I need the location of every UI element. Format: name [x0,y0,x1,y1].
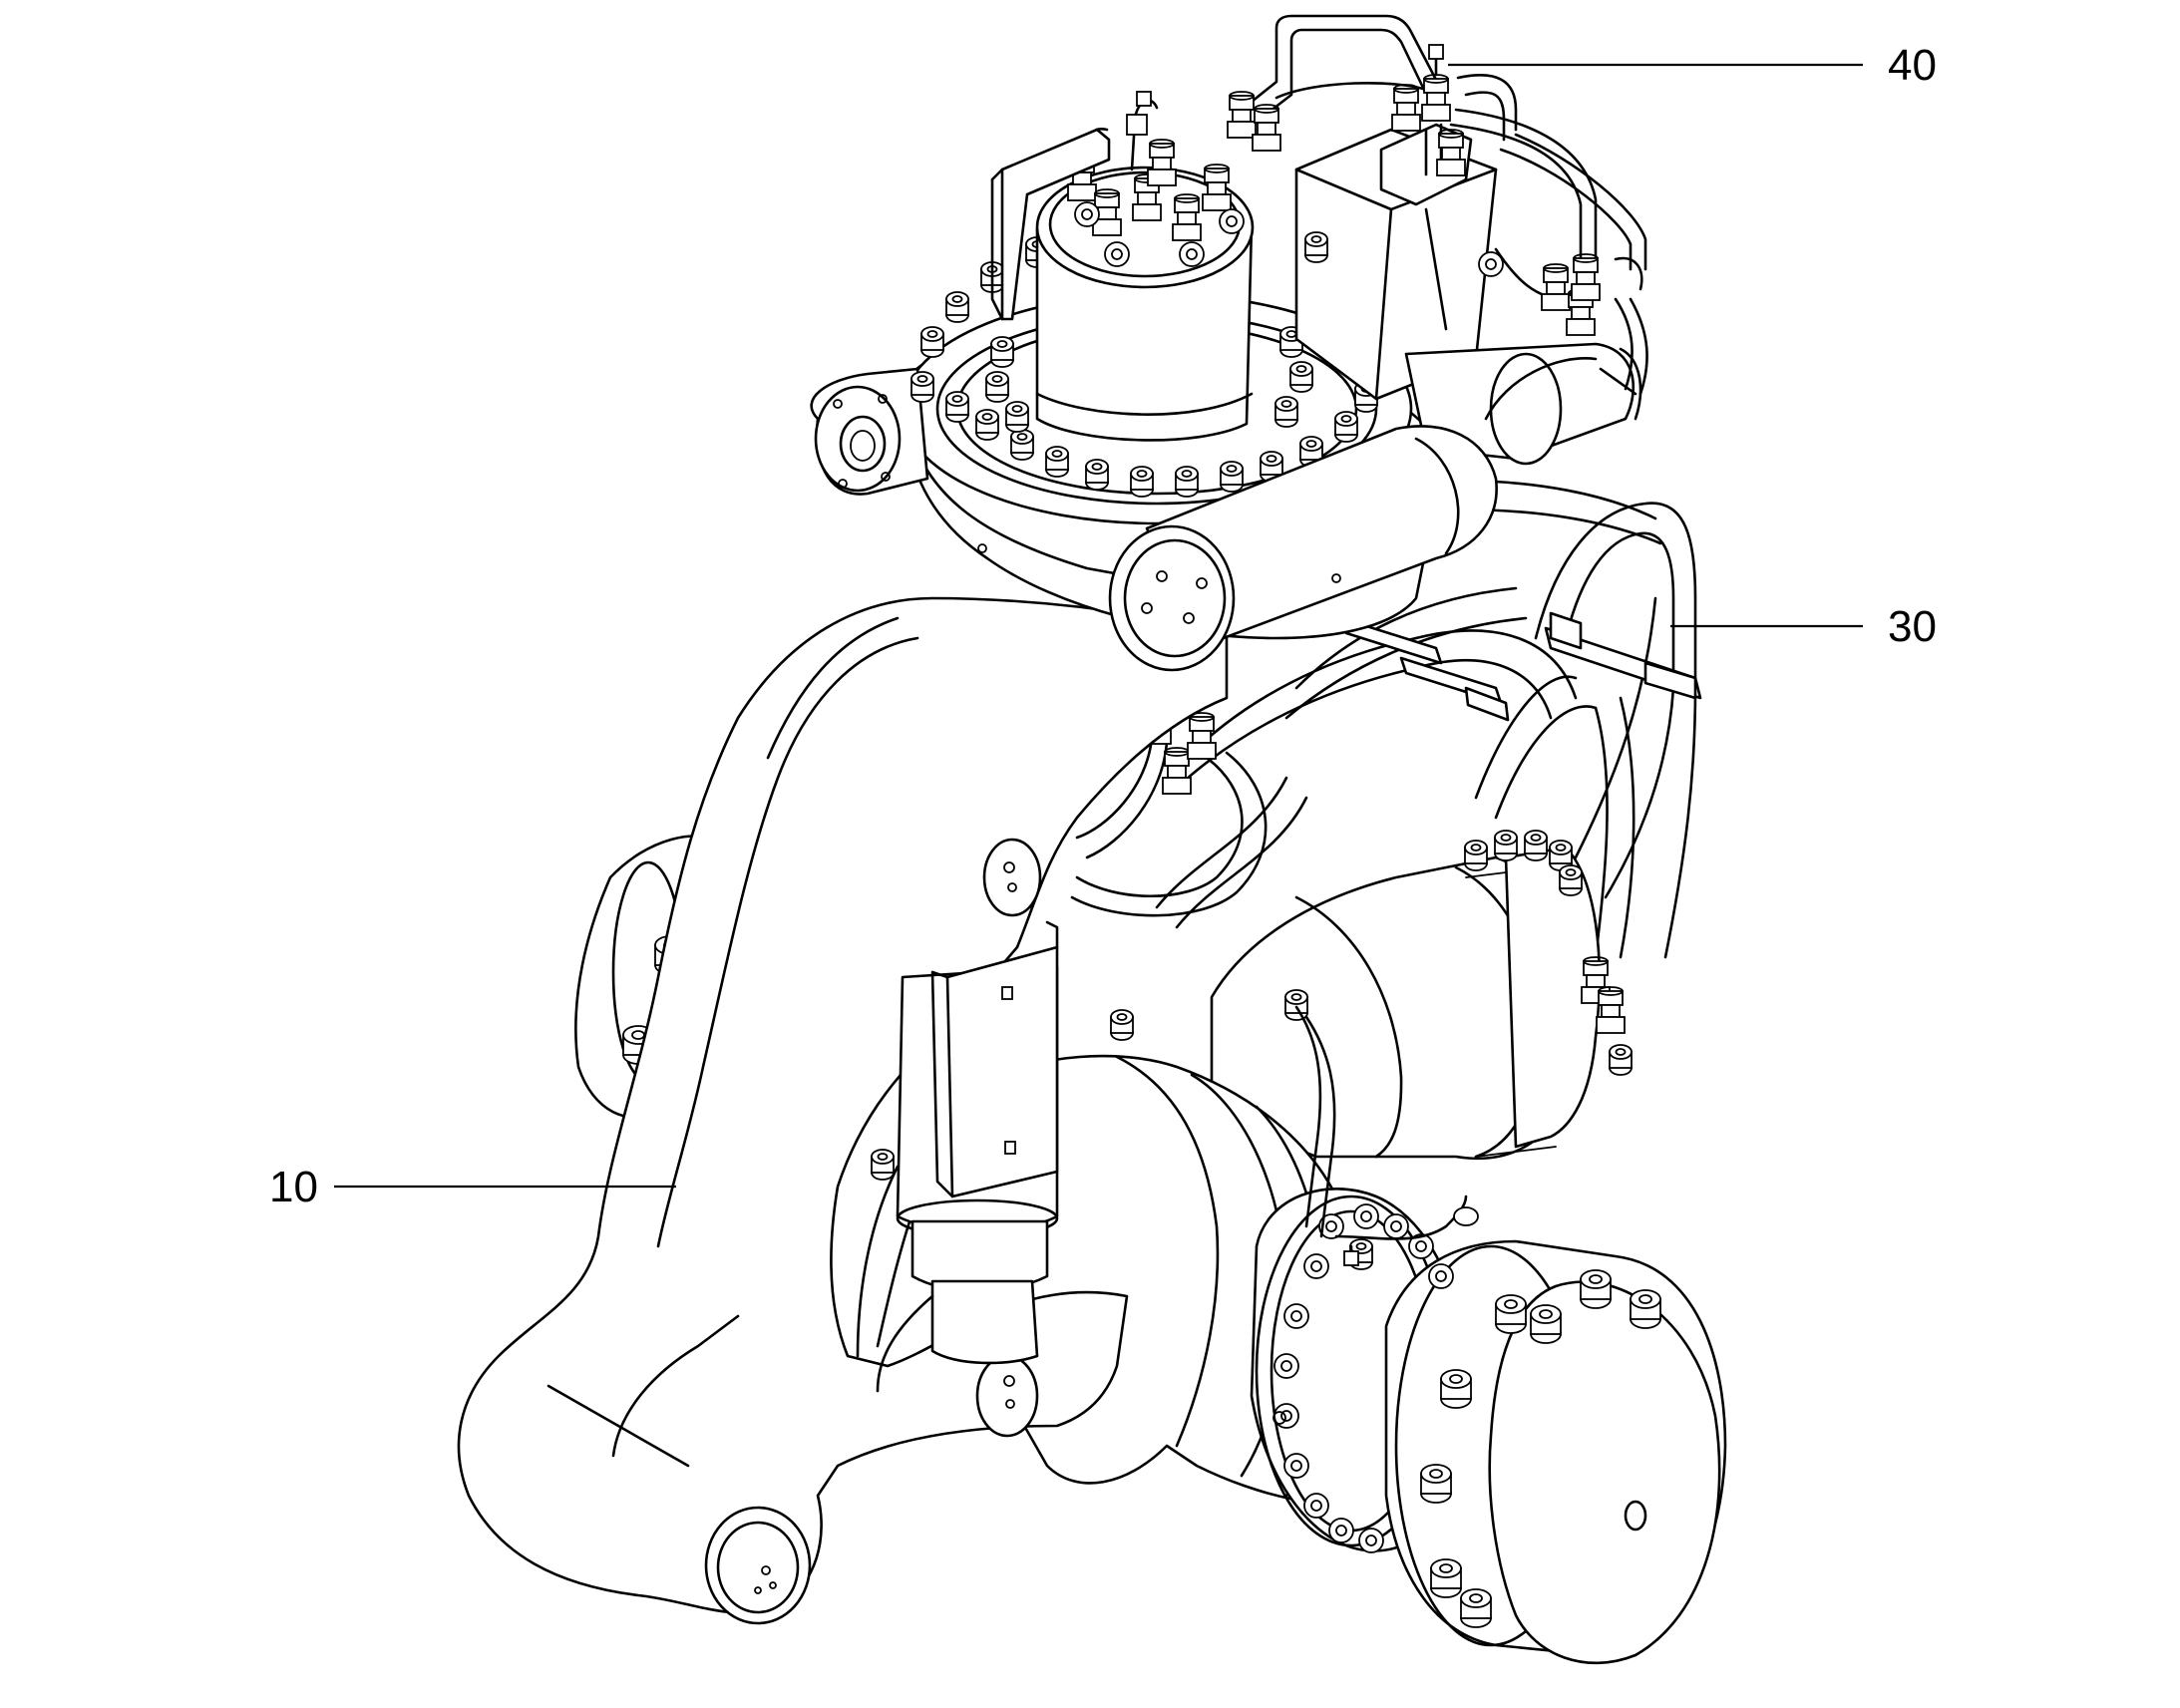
rotary-union [1035,91,1255,442]
callout-10: 10 [269,1163,676,1211]
coupling-actuator [1404,342,1642,466]
hydraulic-pipes [1227,14,1648,396]
slew-flange-left [810,367,929,496]
callout-30: 30 [1670,602,1937,651]
wheel-hub-drum [1384,1239,1727,1665]
callout-40: 40 [1448,41,1937,90]
suspension-cylinder [876,920,1059,1393]
mounting-bracket [990,128,1111,321]
swivel-hoses [1070,697,1268,917]
callout-label-10: 10 [269,1163,318,1211]
callout-label-40: 40 [1888,41,1937,90]
hose-clamp [1339,611,1702,722]
drive-motor [1210,830,1633,1161]
slew-cylinder [1108,425,1498,672]
bogie-arm [457,596,1229,1625]
callout-label-30: 30 [1888,602,1937,651]
misc-fittings [871,989,1479,1425]
